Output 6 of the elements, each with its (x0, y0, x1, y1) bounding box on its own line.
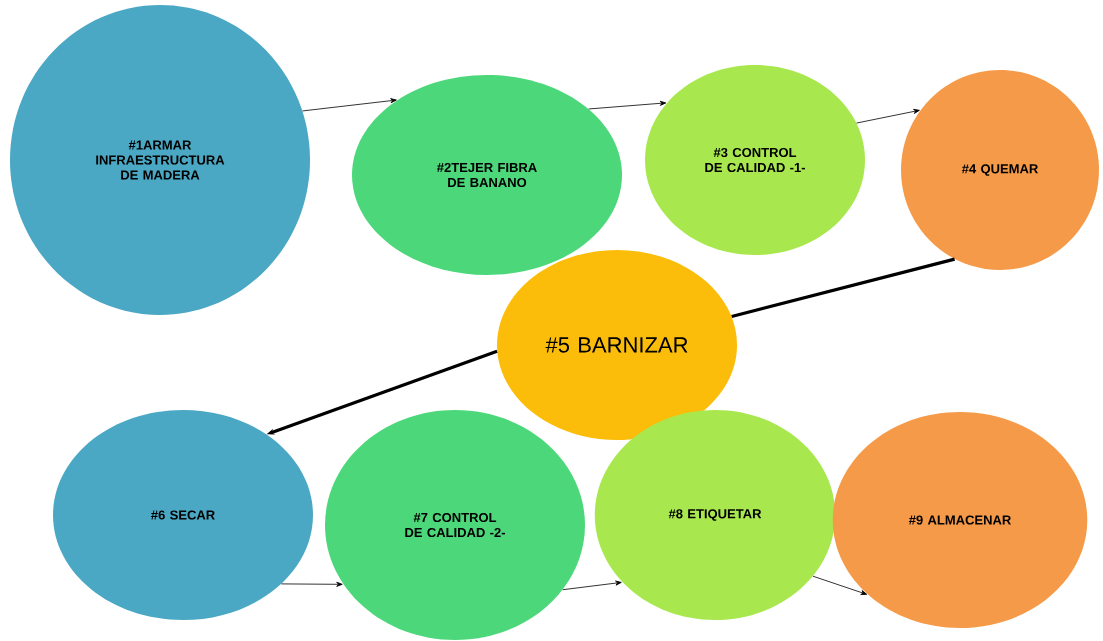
arrow (812, 575, 868, 595)
arrow (562, 580, 622, 591)
arrow (588, 100, 667, 110)
arrow (856, 108, 920, 124)
arrow (281, 581, 343, 587)
arrow (302, 98, 397, 112)
